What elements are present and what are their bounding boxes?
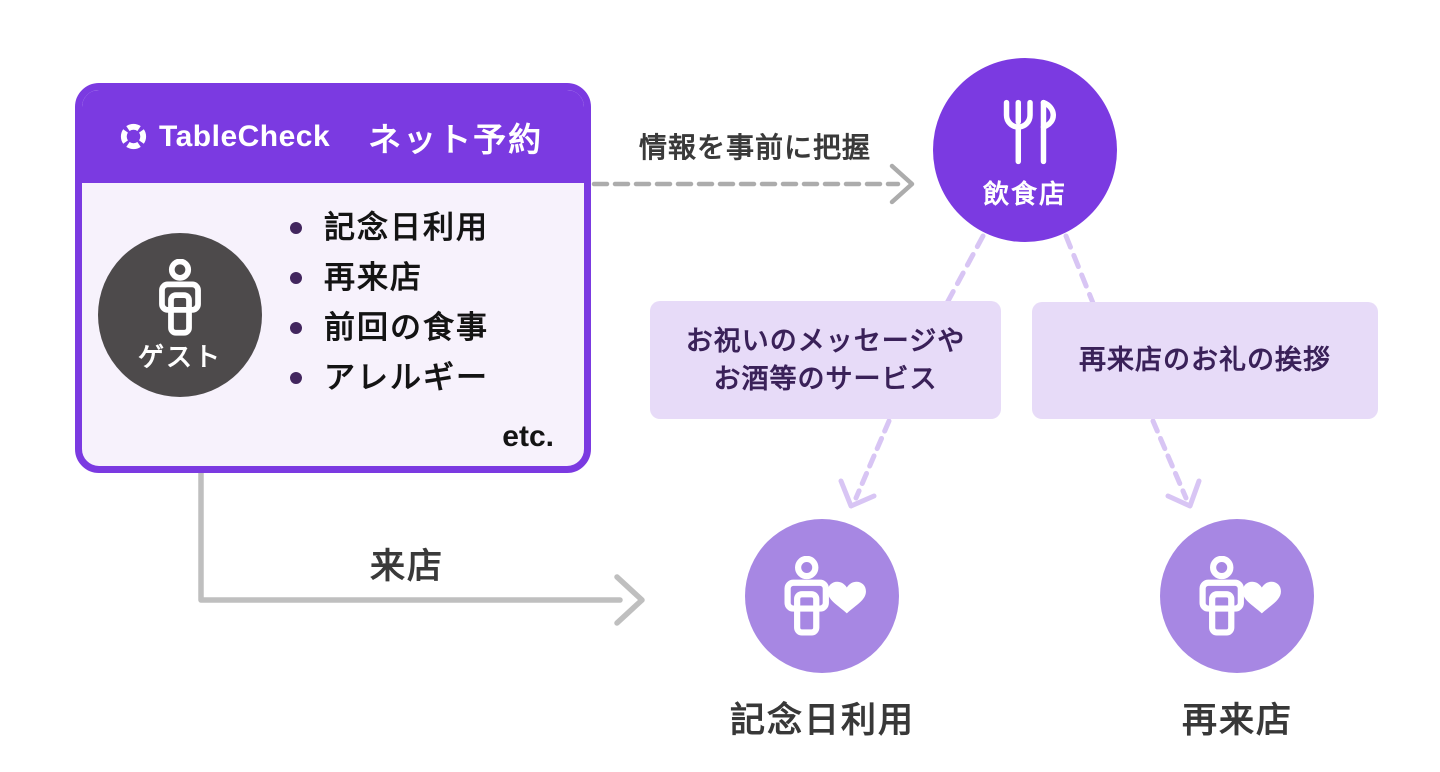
outcome-circle-return-visit — [1160, 519, 1314, 673]
card-header: TableCheck ネット予約 — [82, 90, 584, 183]
tablecheck-logo-icon — [120, 123, 147, 150]
brand-name: TableCheck — [159, 119, 331, 153]
restaurant-circle: 飲食店 — [933, 58, 1117, 242]
service-box-anniversary: お祝いのメッセージや お酒等のサービス — [650, 301, 1001, 419]
list-item: 記念日利用 — [284, 203, 489, 253]
service-box-line: お祝いのメッセージや — [685, 325, 966, 356]
card-title: ネット予約 — [368, 120, 544, 158]
restaurant-label: 飲食店 — [982, 179, 1067, 209]
info-dashed-arrow — [591, 163, 915, 205]
list-item: アレルギー — [284, 353, 489, 403]
list-item: 再来店 — [284, 253, 489, 303]
outcome-label-return-visit: 再来店 — [1181, 701, 1293, 740]
tablecheck-reservation-card: TableCheck ネット予約 ゲスト 記念日利用 再来店 前回の食事 アレル… — [75, 83, 591, 473]
info-arrow-label: 情報を事前に把握 — [638, 132, 871, 163]
reservation-info-list: 記念日利用 再来店 前回の食事 アレルギー — [284, 203, 489, 403]
guest-circle: ゲスト — [98, 233, 262, 397]
service-box-return-visit: 再来店のお礼の挨拶 — [1032, 302, 1378, 419]
guest-person-icon — [159, 259, 201, 336]
outcome-circle-anniversary — [745, 519, 899, 673]
boxes-to-outcomes-arrows — [838, 418, 1202, 509]
restaurant-to-boxes-dashes — [944, 233, 1096, 306]
outcome-label-anniversary: 記念日利用 — [729, 701, 915, 740]
visit-arrow — [198, 470, 645, 626]
heart-icon — [827, 581, 866, 614]
list-item: 前回の食事 — [284, 303, 489, 353]
etc-label: etc. — [502, 420, 554, 453]
service-box-line: お酒等のサービス — [713, 364, 938, 394]
fork-knife-icon — [1003, 99, 1056, 165]
guest-label: ゲスト — [137, 342, 222, 372]
heart-icon — [1242, 581, 1281, 614]
person-heart-icon — [784, 556, 866, 636]
service-box-line: 再来店のお礼の挨拶 — [1079, 345, 1331, 376]
visit-arrow-label: 来店 — [369, 547, 444, 586]
person-heart-icon — [1199, 556, 1281, 636]
card-body: ゲスト 記念日利用 再来店 前回の食事 アレルギー etc. — [82, 183, 584, 466]
